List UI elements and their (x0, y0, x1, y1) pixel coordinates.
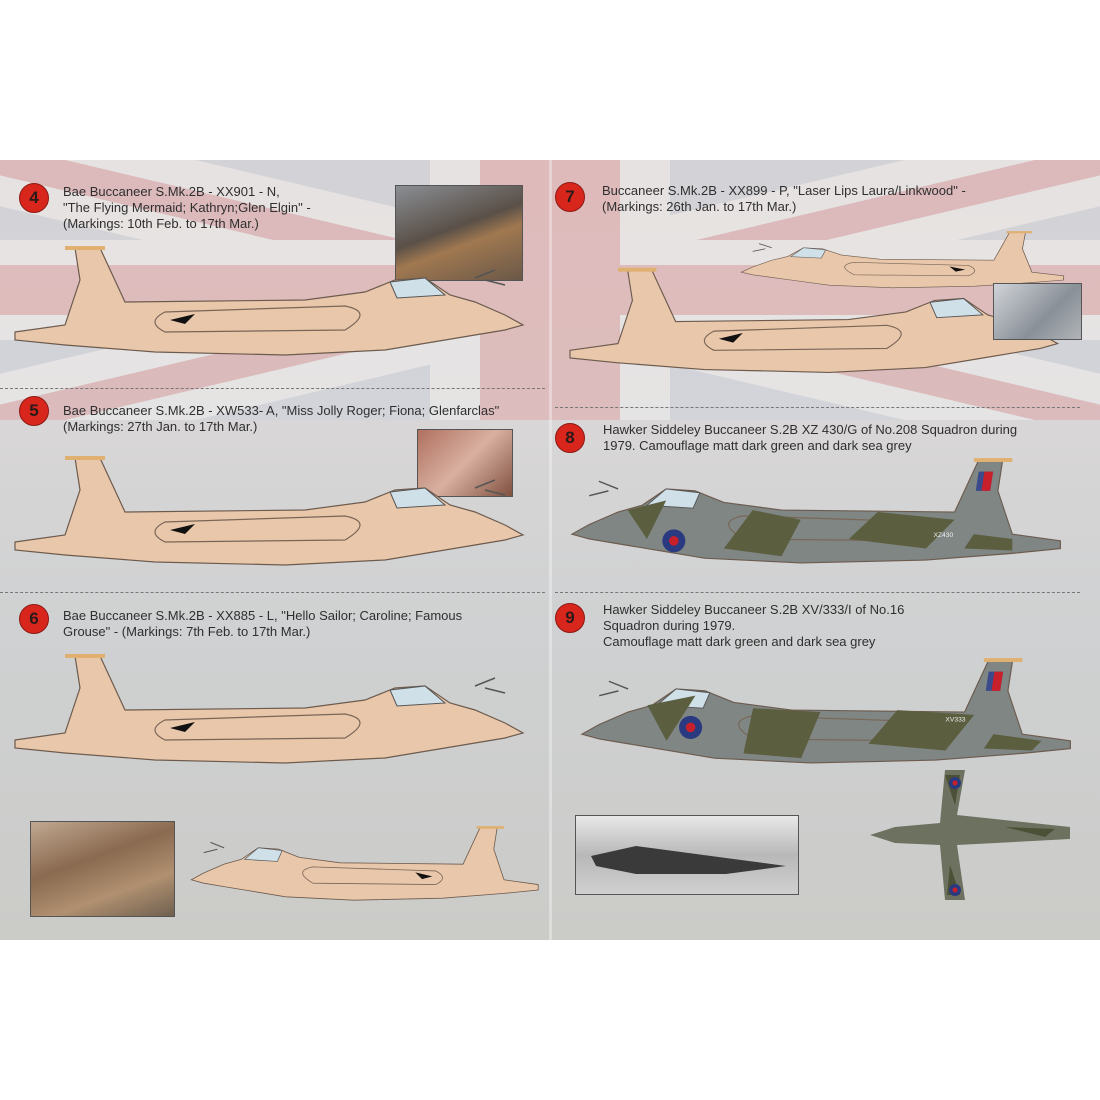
aircraft-planview-xv333 (870, 770, 1070, 900)
aircraft-profile-xz430: XZ430 (570, 450, 1070, 575)
caption-line: Squadron during 1979. (603, 618, 736, 633)
section-divider (555, 407, 1080, 408)
profile-number-badge: 4 (19, 183, 49, 213)
profile-caption: Bae Buccaneer S.Mk.2B - XX885 - L, "Hell… (63, 608, 462, 640)
caption-line: (Markings: 10th Feb. to 17th Mar.) (63, 216, 259, 231)
profile-number-badge: 9 (555, 603, 585, 633)
profile-caption: Hawker Siddeley Buccaneer S.2B XZ 430/G … (603, 422, 1017, 454)
reference-photo (417, 429, 513, 497)
center-divider (549, 160, 552, 940)
caption-line: Camouflage matt dark green and dark sea … (603, 634, 876, 649)
reference-photo (30, 821, 175, 917)
serial-marking: XV333 (945, 717, 965, 724)
aircraft-profile-xx885 (5, 648, 525, 773)
aircraft-profile-xx899 (560, 262, 1060, 382)
serial-marking: XZ430 (933, 532, 953, 539)
profile-caption: Bae Buccaneer S.Mk.2B - XW533- A, "Miss … (63, 403, 499, 435)
caption-line: Bae Buccaneer S.Mk.2B - XX901 - N, (63, 184, 280, 199)
caption-line: "The Flying Mermaid; Kathryn;Glen Elgin"… (63, 200, 311, 215)
caption-line: (Markings: 27th Jan. to 17th Mar.) (63, 419, 258, 434)
section-divider (0, 388, 545, 389)
caption-line: Grouse" - (Markings: 7th Feb. to 17th Ma… (63, 624, 311, 639)
aircraft-profile-xx901 (5, 240, 525, 365)
caption-line: Bae Buccaneer S.Mk.2B - XX885 - L, "Hell… (63, 608, 463, 623)
profile-caption: Buccaneer S.Mk.2B - XX899 - P, "Laser Li… (602, 183, 966, 215)
caption-line: 1979. Camouflage matt dark green and dar… (603, 438, 912, 453)
aircraft-profile-xv333: XV333 (580, 650, 1080, 775)
profile-number-badge: 7 (555, 182, 585, 212)
section-divider (0, 592, 545, 593)
profile-caption: Hawker Siddeley Buccaneer S.2B XV/333/I … (603, 602, 904, 650)
reference-photo (575, 815, 799, 895)
section-divider (555, 592, 1080, 593)
aircraft-profile-xx885-upper (190, 822, 545, 907)
reference-photo (395, 185, 523, 281)
profile-number-badge: 6 (19, 604, 49, 634)
aircraft-profile-xw533 (5, 450, 525, 575)
caption-line: Bae Buccaneer S.Mk.2B - XW533- A, "Miss … (63, 403, 500, 418)
caption-line: Hawker Siddeley Buccaneer S.2B XZ 430/G … (603, 422, 1018, 437)
reference-photo (993, 283, 1082, 340)
photo-aircraft (591, 846, 786, 874)
caption-line: Hawker Siddeley Buccaneer S.2B XV/333/I … (603, 602, 905, 617)
profile-caption: Bae Buccaneer S.Mk.2B - XX901 - N, "The … (63, 184, 311, 232)
caption-line: (Markings: 26th Jan. to 17th Mar.) (602, 199, 797, 214)
caption-line: Buccaneer S.Mk.2B - XX899 - P, "Laser Li… (602, 183, 966, 198)
profile-number-badge: 8 (555, 423, 585, 453)
profile-number-badge: 5 (19, 396, 49, 426)
